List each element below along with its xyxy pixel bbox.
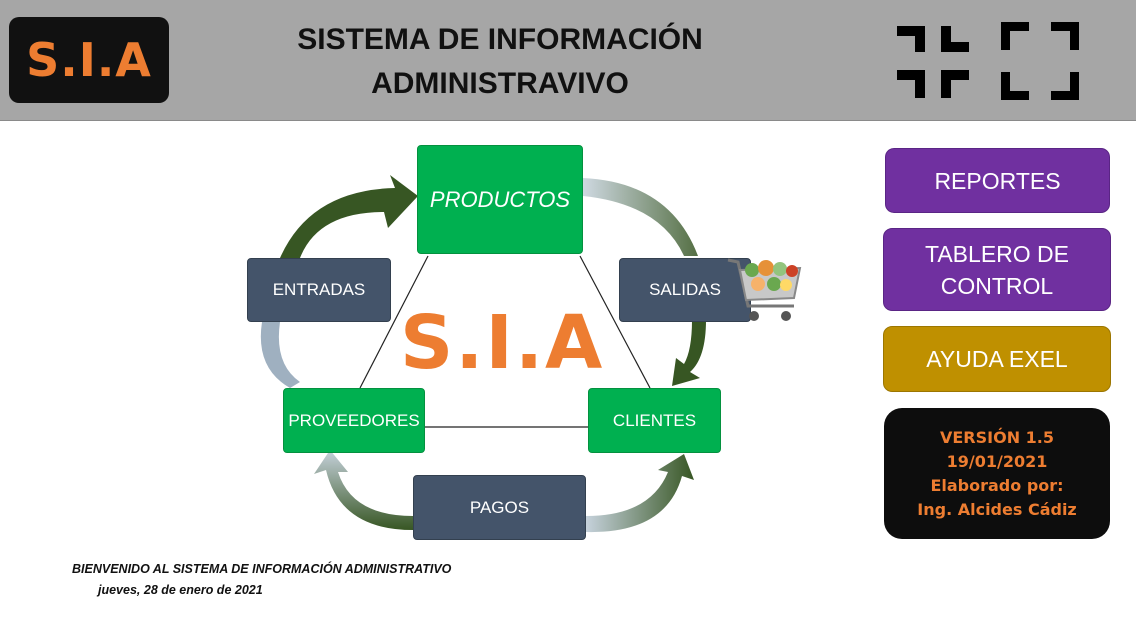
author-name: Ing. Alcides Cádiz: [917, 499, 1077, 519]
header-bar: S.I.A SISTEMA DE INFORMACIÓN ADMINISTRAV…: [0, 0, 1136, 121]
tablero-label-line1: TABLERO DE: [925, 240, 1069, 267]
app-title: SISTEMA DE INFORMACIÓN ADMINISTRAVIVO: [260, 18, 740, 106]
version-date: 19/01/2021: [946, 451, 1048, 471]
author-label: Elaborado por:: [930, 475, 1064, 495]
arrow-entradas-productos: [280, 175, 418, 258]
reportes-button[interactable]: REPORTES: [885, 148, 1110, 213]
tablero-label-line2: CONTROL: [940, 272, 1054, 299]
version-label: VERSIÓN 1.5: [939, 427, 1054, 447]
app-logo: S.I.A: [9, 17, 169, 103]
arrow-entradas-proveedores: [260, 322, 300, 388]
version-info-box: VERSIÓN 1.5 19/01/2021 Elaborado por: In…: [884, 408, 1110, 539]
connector-line: [359, 255, 429, 389]
connector-line: [579, 255, 651, 389]
app-logo-text: S.I.A: [26, 33, 152, 87]
center-logo: S.I.A: [400, 300, 605, 386]
current-date: jueves, 28 de enero de 2021: [98, 583, 263, 597]
node-productos[interactable]: PRODUCTOS: [417, 145, 583, 254]
diagram-connectors: [260, 175, 706, 533]
expand-icon[interactable]: [999, 20, 1081, 102]
node-salidas[interactable]: SALIDAS: [619, 258, 751, 322]
collapse-icon[interactable]: [893, 20, 975, 102]
arrow-pagos-proveedores: [314, 450, 413, 530]
arrow-salidas-clientes: [672, 320, 706, 386]
welcome-text: BIENVENIDO AL SISTEMA DE INFORMACIÓN ADM…: [72, 562, 452, 576]
shopping-cart-icon: [727, 258, 802, 321]
node-pagos[interactable]: PAGOS: [413, 475, 586, 540]
arrow-productos-salidas: [583, 178, 698, 256]
node-clientes[interactable]: CLIENTES: [588, 388, 721, 453]
process-diagram: PRODUCTOS ENTRADAS SALIDAS PROVEEDORES C…: [0, 120, 860, 560]
app-title-line2: ADMINISTRAVIVO: [371, 67, 629, 100]
tablero-de-control-button[interactable]: TABLERO DE CONTROL: [883, 228, 1111, 311]
ayuda-exel-button[interactable]: AYUDA EXEL: [883, 326, 1111, 392]
arrow-pagos-clientes: [586, 454, 694, 533]
node-entradas[interactable]: ENTRADAS: [247, 258, 391, 322]
node-proveedores[interactable]: PROVEEDORES: [283, 388, 425, 453]
app-title-line1: SISTEMA DE INFORMACIÓN: [297, 23, 703, 56]
